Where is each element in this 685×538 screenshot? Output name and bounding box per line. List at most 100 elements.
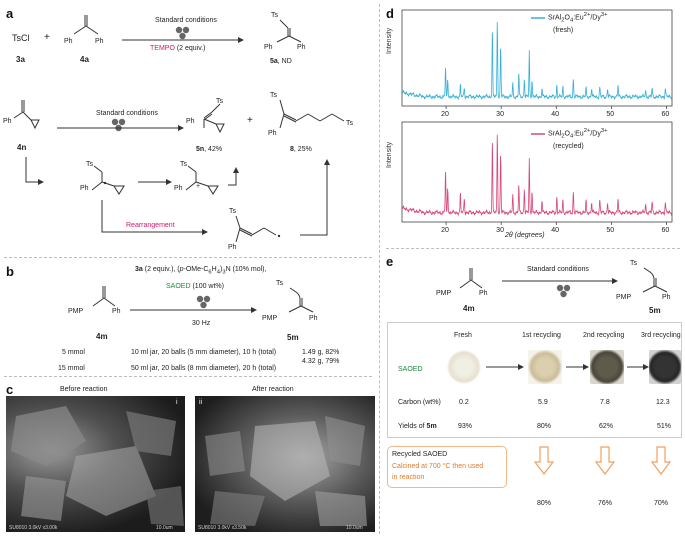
e-header-3rd: 3rd recycling xyxy=(641,332,681,339)
d-leg1-s2: 4 xyxy=(569,17,574,24)
b-cond-sub3: 3 xyxy=(222,269,226,276)
d-xrd-charts xyxy=(401,9,673,225)
a-8-ts1: Ts xyxy=(270,92,277,99)
d-leg2-dy: /Dy xyxy=(590,130,601,138)
c-img2-scale: 10.0um xyxy=(346,525,363,531)
b-saoed-amt: (100 wt%) xyxy=(192,283,224,290)
b-cond-h: H xyxy=(211,266,217,273)
a-plus1: + xyxy=(44,32,50,43)
e-header-2nd: 2nd recycling xyxy=(583,332,625,339)
a-5a-label-line: 5a, ND xyxy=(270,58,292,65)
d-tick-label: 30 xyxy=(496,111,504,118)
panel-label-e: e xyxy=(386,254,394,269)
e-row-yields: Yields of 5m xyxy=(398,423,437,430)
e-4m-structure xyxy=(459,268,483,289)
panel-label-b: b xyxy=(6,264,14,279)
c-img1-scale: 10.0um xyxy=(156,525,173,531)
e-row-yields-text: Yields of xyxy=(398,423,427,430)
c-sem-particles-before xyxy=(11,406,184,526)
panel-label-d: d xyxy=(386,6,394,21)
d-legend-fresh-tag: (fresh) xyxy=(553,27,574,34)
a-cation-structure: + xyxy=(185,165,219,195)
d-top-ticks xyxy=(445,106,667,109)
a-m-ph1: Ph xyxy=(80,185,89,192)
e-carbon-3rd: 12.3 xyxy=(656,399,670,406)
a-tempo-line: TEMPO (2 equiv.) xyxy=(150,45,206,52)
d-fresh-pattern xyxy=(401,21,673,101)
e-arrow-2 xyxy=(566,364,589,370)
e-4m-label: 4m xyxy=(463,304,475,313)
d-legend-fresh-swatch xyxy=(531,17,545,19)
d-leg1-sup2: 3+ xyxy=(600,12,608,18)
a-r2-conditions: Standard conditions xyxy=(96,110,158,117)
d-bottom-frame xyxy=(401,121,673,223)
e-photo-1st xyxy=(528,350,562,384)
d-leg1-s1: 2 xyxy=(561,17,565,24)
b-row2-yield: 4.32 g, 79% xyxy=(302,358,340,365)
e-photo-fresh xyxy=(447,350,481,384)
e-5m-pmp: PMP xyxy=(616,294,632,301)
c-sem-image-after: ii SU8010 3.0kV x3.50k 10.0um xyxy=(195,396,375,532)
a-4a-ph1: Ph xyxy=(64,38,73,45)
d-legend-recycled-tag: (recycled) xyxy=(553,143,584,150)
e-5m-label: 5m xyxy=(649,306,661,315)
b-4m-label: 4m xyxy=(96,332,108,341)
a-m-ph2: Ph xyxy=(174,185,183,192)
e-header-fresh: Fresh xyxy=(454,332,472,339)
d-bottom-ticks xyxy=(445,222,667,225)
d-bottom-ylabel: Intensity xyxy=(386,141,393,168)
a-5a-ph1: Ph xyxy=(264,44,273,51)
e-header-1st: 1st recycling xyxy=(522,332,561,339)
e-recycled-line2: in reaction xyxy=(392,474,425,481)
d-tick-label: 60 xyxy=(661,227,670,234)
d-leg1-eu: :Eu xyxy=(573,14,584,22)
b-3a: 3a xyxy=(135,266,143,273)
e-recalc-yield-1: 80% xyxy=(537,500,552,507)
a-8-ts2: Ts xyxy=(346,120,353,127)
e-conditions: Standard conditions xyxy=(527,266,589,273)
a-5a-num: 5a xyxy=(270,58,278,65)
d-legend-fresh-label: SrAl2O4:Eu2+/Dy3+ xyxy=(548,12,608,25)
a-5n-ph: Ph xyxy=(186,118,195,125)
e-recycling-table xyxy=(387,322,682,438)
a-4a-label: 4a xyxy=(80,55,89,64)
e-down-arrow-1 xyxy=(533,446,555,475)
e-row-carbon: Carbon (wt%) xyxy=(398,399,441,406)
e-yield-fresh: 93% xyxy=(458,423,473,430)
b-cond-p: p xyxy=(179,266,184,273)
a-5n-structure xyxy=(203,103,225,134)
b-arrow xyxy=(130,295,257,313)
e-yield-3rd: 51% xyxy=(657,423,672,430)
e-recycled-line1: Calcined at 700 °C then used xyxy=(392,463,484,470)
a-tscl: TsCl xyxy=(12,33,30,43)
d-leg2-sup2: 3+ xyxy=(600,128,608,134)
b-5m-ts: Ts xyxy=(276,280,283,287)
b-row1-cond: 10 ml jar, 20 balls (5 mm diameter), 10 … xyxy=(131,349,277,356)
d-tick-label: 50 xyxy=(606,111,615,118)
b-cond-b: -OMe-C xyxy=(183,266,209,273)
e-row-yields-num: 5m xyxy=(426,423,437,430)
e-carbon-1st: 5.9 xyxy=(538,399,548,406)
b-condition-line1: 3a (2 equiv.), (p-OMe-C6H4)3N (10% mol), xyxy=(135,266,266,276)
b-5m-label: 5m xyxy=(287,333,299,342)
d-xlabel: 2θ (degrees) xyxy=(505,232,545,239)
b-cond-sub2: 4 xyxy=(216,269,220,276)
b-saoed: SAOED xyxy=(166,283,191,290)
e-down-arrow-3 xyxy=(650,446,672,475)
e-recalc-yield-3: 70% xyxy=(654,500,669,507)
d-leg2-a: SrAl xyxy=(548,130,562,138)
d-legend-recycled-swatch xyxy=(531,133,545,135)
a-5n-ts: Ts xyxy=(216,98,223,105)
svg-text:+: + xyxy=(196,183,200,190)
b-cond-d: N (10% mol), xyxy=(225,266,267,273)
d-leg2-o: O xyxy=(564,130,570,138)
b-row2-cond: 50 ml jar, 20 balls (8 mm diameter), 20 … xyxy=(131,365,277,372)
a-8-ph: Ph xyxy=(268,130,277,137)
a-mechanism-arrows xyxy=(25,157,330,236)
b-cond-c: ) xyxy=(219,266,223,273)
column-divider xyxy=(379,4,380,534)
d-tick-label: 30 xyxy=(496,227,504,234)
b-row2-scale: 15 mmol xyxy=(58,365,85,372)
e-photo-3rd xyxy=(649,350,681,384)
d-leg1-sup1: 2+ xyxy=(583,12,591,18)
